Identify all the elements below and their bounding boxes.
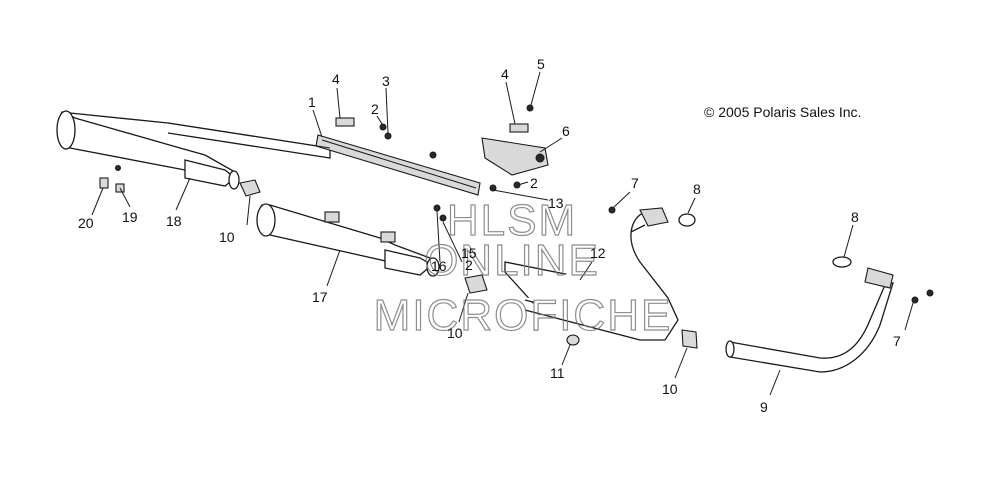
callout-2-top: 2 [371,101,379,117]
mounting-bracket [315,134,481,196]
callout-4-left: 4 [332,71,340,87]
callout-6: 6 [562,123,570,139]
watermark-line-2: ONLINE [424,236,600,285]
upper-muffler [56,110,331,190]
callout-3: 3 [382,73,390,89]
head-pipes [504,207,679,341]
callout-7-right: 7 [893,333,901,349]
callout-13: 13 [548,195,564,211]
bracket-plate [481,137,549,176]
callout-4-right: 4 [501,66,509,82]
callout-17: 17 [312,289,328,305]
copyright-notice: © 2005 Polaris Sales Inc. [704,104,861,120]
callout-10-right: 10 [662,381,678,397]
watermark: HLSM ONLINE MICROFICHE [373,195,673,340]
callout-5: 5 [537,56,545,72]
callout-8-top: 8 [693,181,701,197]
callout-10-left: 10 [219,229,235,245]
callout-labels: 1 4 3 2 4 5 6 2 13 7 8 8 7 9 10 10 10 11… [78,56,901,415]
leader-lines [91,71,914,396]
callout-1: 1 [308,94,316,110]
watermark-line-1: HLSM [447,196,577,245]
hardware [99,104,934,304]
watermark-line-3: MICROFICHE [374,291,673,340]
callout-10-middle: 10 [447,325,463,341]
lower-muffler [256,203,440,277]
rear-head-pipe [725,267,894,373]
callout-12: 12 [590,245,606,261]
clamps [239,179,698,349]
callout-16: 16 [431,258,447,274]
callout-7-top: 7 [631,175,639,191]
callout-11: 11 [550,365,565,381]
callout-8-right: 8 [851,209,859,225]
callout-2-right: 2 [530,175,538,191]
callout-19: 19 [122,209,138,225]
callout-20: 20 [78,215,94,231]
callout-2-bottom: 2 [465,257,473,273]
callout-18: 18 [166,213,182,229]
gaskets [678,213,852,268]
callout-9: 9 [760,399,768,415]
callout-15: 15 [461,245,477,261]
plug [566,334,580,346]
